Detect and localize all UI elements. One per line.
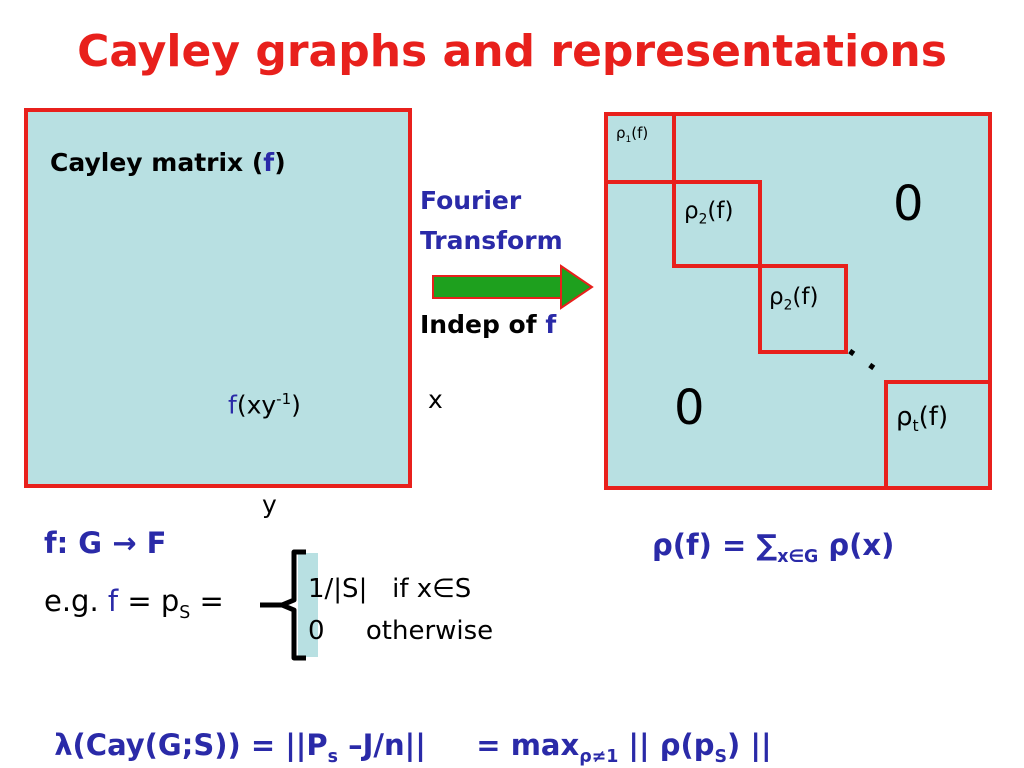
heading-suffix: ) <box>274 148 286 177</box>
entry-sup: -1 <box>276 390 292 408</box>
entry-close: ) <box>291 390 301 420</box>
rho2b-sub: 2 <box>783 297 793 314</box>
example-suffix: = <box>190 584 224 618</box>
formula-sub1: s <box>327 746 339 767</box>
rho2a-rho: ρ <box>684 198 699 224</box>
transform-arrow-shaft <box>432 275 562 299</box>
fourier-rhs: ρ(x) <box>818 528 895 562</box>
block-diagonal-panel <box>604 112 992 490</box>
fourier-label-line2: Transform <box>420 226 563 255</box>
transform-arrow-head <box>560 264 594 310</box>
rho2a-arg: (f) <box>707 198 734 224</box>
block-rho2a <box>672 180 762 268</box>
rho1-arg: (f) <box>631 124 649 142</box>
formula-sub3: S <box>714 746 728 767</box>
formula-part4: ) || <box>727 728 772 762</box>
zero-lower-left: 0 <box>674 380 705 436</box>
example-sub: S <box>179 602 191 623</box>
block-rho1 <box>604 112 676 184</box>
formula-part1: λ(Cay(G;S)) = ||P <box>54 728 328 762</box>
formula-sub2: ρ≠1 <box>579 746 619 767</box>
cayley-matrix-panel <box>24 108 412 488</box>
case-line-2: 0 otherwise <box>308 616 494 646</box>
example-f: f <box>107 584 119 618</box>
left-brace-icon <box>260 549 306 661</box>
rhot-arg: (f) <box>918 402 949 432</box>
block-rho2b <box>758 264 848 354</box>
slide-title: Cayley graphs and representations <box>77 26 947 77</box>
zero-upper-right: 0 <box>893 176 924 232</box>
rho2b-rho: ρ <box>769 284 784 310</box>
rho2a-sub: 2 <box>698 211 708 228</box>
case-line-1: 1/|S| if x∈S <box>308 574 472 604</box>
formula-part3: || ρ(p <box>618 728 715 762</box>
sum-symbol: ∑ <box>756 528 778 562</box>
heading-f: f <box>263 148 275 177</box>
indep-f: f <box>545 310 557 339</box>
example-mid: = p <box>118 584 180 618</box>
sum-subscript: x∈G <box>777 546 819 567</box>
rho2b-label: ρ2(f) <box>769 284 818 314</box>
formula-part2: –J/n|| = max <box>338 728 580 762</box>
fourier-label-line1: Fourier <box>420 186 522 215</box>
matrix-entry: f(xy-1) <box>228 390 301 419</box>
rhot-label: ρt(f) <box>896 402 948 435</box>
heading-prefix: Cayley matrix ( <box>50 148 264 177</box>
rho2a-label: ρ2(f) <box>684 198 733 228</box>
rhot-sub: t <box>912 417 919 436</box>
block-rhot <box>884 380 992 490</box>
x-axis-label: x <box>428 385 443 414</box>
cayley-matrix-heading: Cayley matrix (f) <box>50 148 286 177</box>
cases-highlight <box>298 553 318 657</box>
rho2b-arg: (f) <box>792 284 819 310</box>
entry-f: f <box>228 390 237 420</box>
example-prefix: e.g. <box>44 584 108 618</box>
rho1-sub: 1 <box>625 135 632 145</box>
fourier-definition: ρ(f) = ∑x∈G ρ(x) <box>652 528 894 567</box>
rho1-rho: ρ <box>616 124 626 142</box>
function-definition: f: G → F <box>44 526 167 560</box>
rhot-rho: ρ <box>896 402 913 432</box>
entry-rest: (xy <box>236 390 277 420</box>
example-lhs: e.g. f = pS = <box>44 584 224 623</box>
indep-of-f-label: Indep of f <box>420 310 556 339</box>
fourier-lhs: ρ(f) = <box>652 528 757 562</box>
y-axis-label: y <box>262 490 277 519</box>
spectral-gap-formula: λ(Cay(G;S)) = ||Ps –J/n|| = maxρ≠1 || ρ(… <box>34 694 772 767</box>
rho1-label: ρ1(f) <box>616 124 648 145</box>
indep-prefix: Indep of <box>420 310 546 339</box>
